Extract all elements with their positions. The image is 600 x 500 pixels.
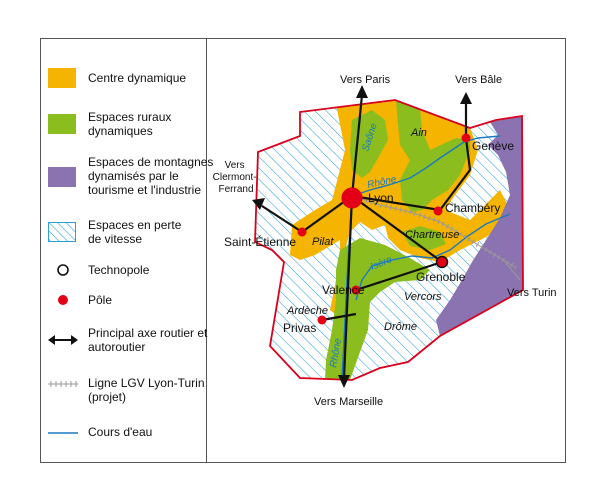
legend-label: Espaces ruraux dynamiques [88,110,172,138]
label-chartreuse: Chartreuse [405,229,459,241]
region-boundary [254,99,524,381]
label-valence: Valence [322,283,365,297]
label-lyon: Lyon [368,191,394,205]
road-axes [261,94,472,379]
label-vercors: Vercors [404,291,442,303]
legend-label: Technopole [88,263,150,277]
label-vers-paris: Vers Paris [340,74,391,86]
purple-swatch-icon [48,167,76,187]
blue-line-icon [48,432,78,434]
label-geneve: Genève [472,139,514,153]
privas-pole-icon [317,315,327,325]
arrow-bale [460,92,472,104]
label-grenoble: Grenoble [416,270,466,284]
arrow-clermont [252,198,265,210]
zone-montagnes [436,116,523,336]
label-vers-bale: Vers Bâle [455,74,502,86]
lgv-leader [504,261,521,281]
orange-swatch-icon [48,68,76,88]
chambery-pole-icon [433,206,443,216]
label-river-rhone-south: Rhône [328,337,344,368]
legend-label: Espaces en perte de vitesse [88,218,182,246]
geneve-pole-icon [461,133,471,143]
legend-divider [206,38,207,463]
zone-ruraux-ain [396,100,470,212]
label-privas: Privas [283,321,316,335]
red-dot-icon [58,295,68,305]
label-vers-clermont: Vers Clermont- Ferrand [213,160,260,195]
legend-label: Espaces de montagnes dynamisés par le to… [88,155,214,197]
label-vers-turin: Vers Turin [507,287,557,299]
label-ardeche: Ardèche [286,305,328,317]
label-vers-marseille: Vers Marseille [314,396,383,408]
arrow-marseille [338,375,350,388]
label-ain: Ain [410,127,427,139]
label-drome: Drôme [384,321,417,333]
valence-pole-icon [351,285,361,295]
label-chambery: Chambéry [445,201,500,215]
legend-label: Principal axe routier et autoroutier [88,326,208,354]
arrow-paris [356,85,368,98]
legend-label: Ligne LGV Lyon-Turin (projet) [88,376,205,404]
circle-outline-icon [57,264,69,276]
legend-label: Pôle [88,293,113,307]
river-rhone-north [351,135,501,197]
legend-label: Centre dynamique [88,71,187,85]
grenoble-technopole-icon [435,255,449,269]
zone-ruraux-chartreuse [402,226,446,250]
hatched-swatch-icon [48,222,76,242]
label-saint-etienne: Saint-Étienne [224,234,296,249]
legend-label: Cours d'eau [88,425,153,439]
dashed-line-icon [48,381,78,387]
green-swatch-icon [48,114,76,134]
label-pilat: Pilat [312,236,334,248]
river-isere [355,213,511,301]
lgv-line [351,193,518,271]
double-arrow-icon [48,335,78,345]
lyon-technopole-ring-icon [341,187,363,209]
saint-etienne-pole-icon [297,227,307,237]
